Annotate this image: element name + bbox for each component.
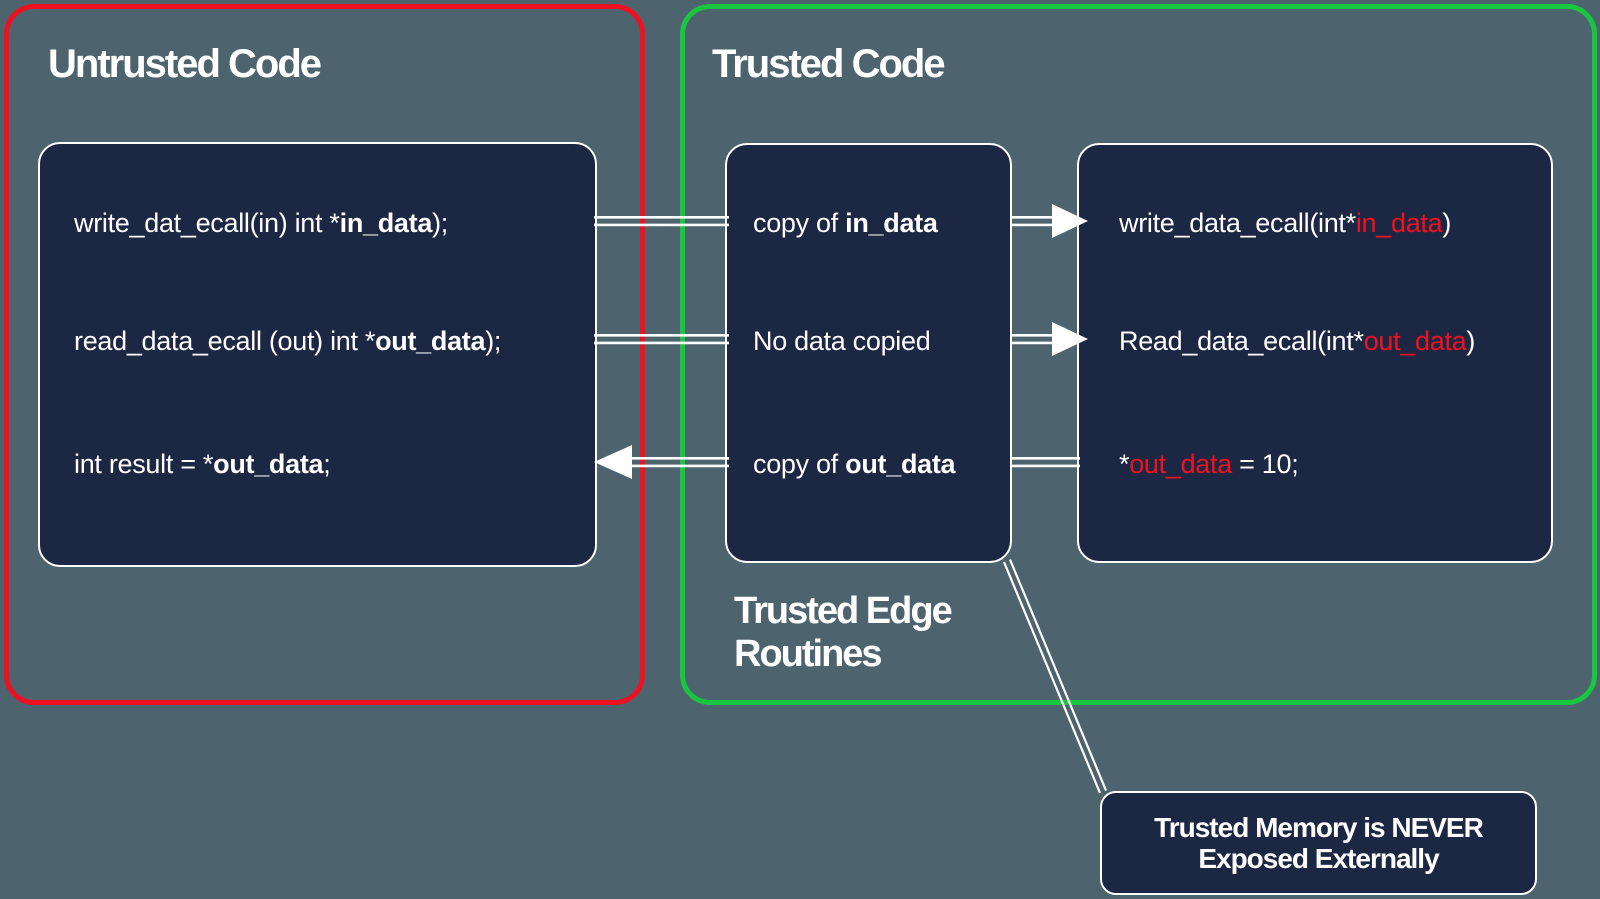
edge-routines-box: copy of in_data No data copied copy of o… — [725, 143, 1012, 563]
callout-text-line2: Exposed Externally — [1198, 843, 1439, 874]
untrusted-title: Untrusted Code — [48, 42, 322, 86]
untrusted-code-line-read: read_data_ecall (out) int *out_data); — [74, 326, 502, 356]
enclave-line-write: write_data_ecall(int*in_data) — [1119, 208, 1452, 238]
edge-routines-label-line2: Routines — [734, 633, 883, 675]
edge-routines-label: Trusted Edge Routines — [734, 590, 953, 676]
trusted-title: Trusted Code — [712, 42, 946, 86]
edge-routines-label-line1: Trusted Edge — [734, 590, 953, 632]
enclave-code-box: write_data_ecall(int*in_data) Read_data_… — [1077, 143, 1553, 563]
edge-line-copy-out: copy of out_data — [753, 449, 956, 479]
callout-text-line1: Trusted Memory is NEVER — [1154, 812, 1484, 843]
untrusted-code-line-result: int result = *out_data; — [74, 449, 331, 479]
trusted-region-outline — [680, 4, 1597, 705]
callout: Trusted Memory is NEVER Exposed External… — [1100, 791, 1537, 895]
edge-line-copy-in: copy of in_data — [753, 208, 938, 238]
untrusted-code-box: write_dat_ecall(in) int *in_data); read_… — [38, 142, 597, 567]
untrusted-region-outline — [4, 4, 645, 705]
edge-line-no-copy: No data copied — [753, 326, 931, 356]
enclave-line-assign: *out_data = 10; — [1119, 449, 1299, 479]
enclave-line-read: Read_data_ecall(int*out_data) — [1119, 326, 1476, 356]
untrusted-code-line-write: write_dat_ecall(in) int *in_data); — [74, 208, 448, 238]
